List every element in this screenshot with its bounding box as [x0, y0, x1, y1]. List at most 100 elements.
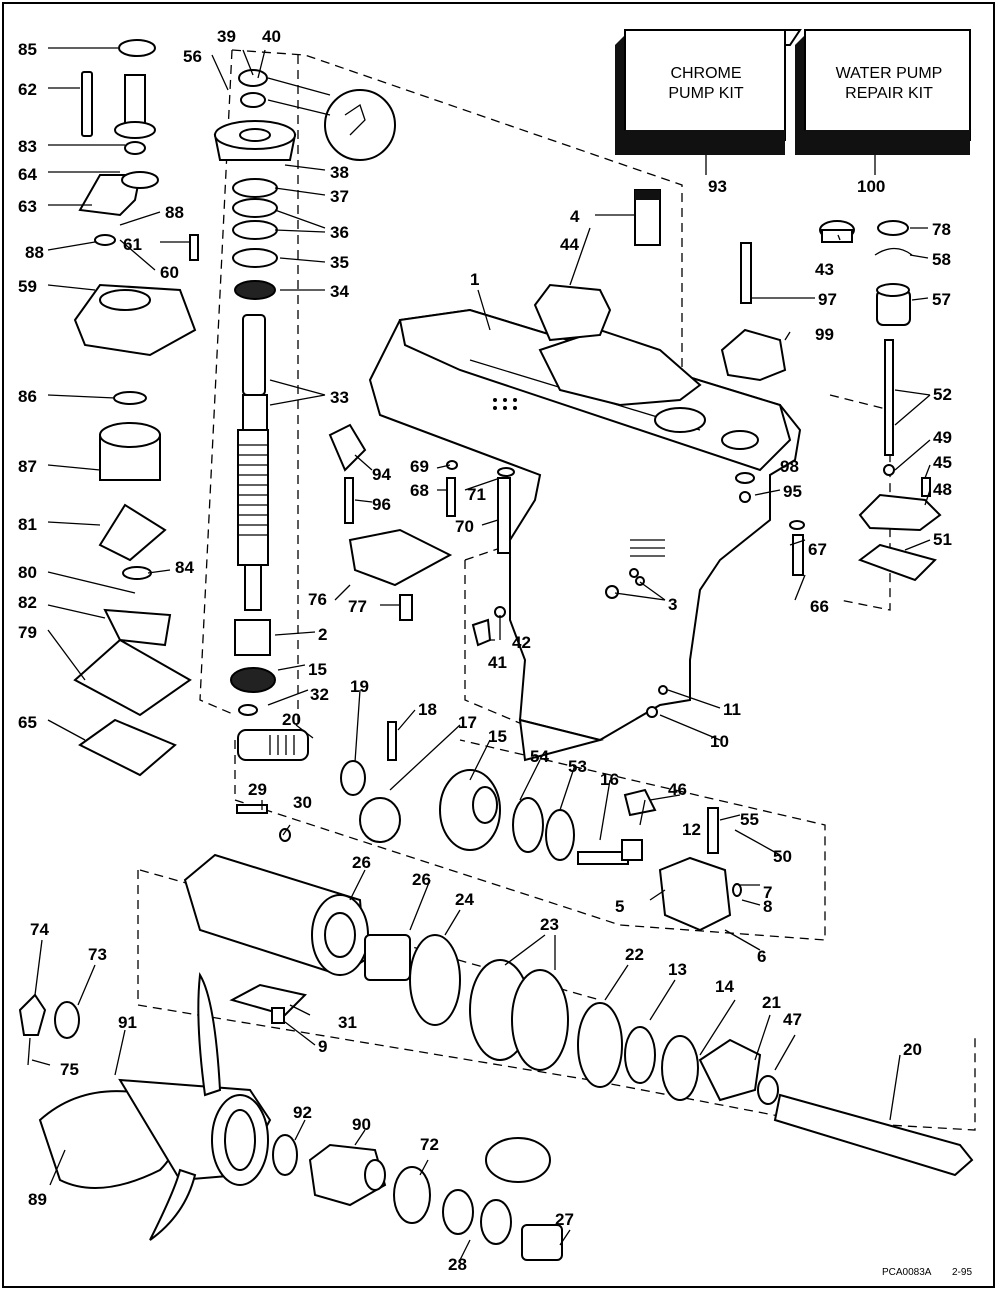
- callout: 28: [448, 1255, 467, 1274]
- chrome-kit-line1: CHROME: [670, 65, 741, 82]
- callout: 20: [282, 710, 301, 729]
- water-pump-kit-box: [795, 29, 971, 155]
- callout: 76: [308, 590, 327, 609]
- callout: 39: [217, 27, 236, 46]
- callout: 32: [310, 685, 329, 704]
- callout: 5: [615, 897, 624, 916]
- callout: 4: [570, 207, 580, 226]
- callout: 50: [773, 847, 792, 866]
- bearing-carrier-row: [183, 853, 974, 1177]
- driveshaft-stack: [213, 69, 396, 716]
- callout: 61: [123, 235, 142, 254]
- propeller-assembly: [18, 971, 563, 1261]
- callout: 98: [780, 457, 799, 476]
- callout-93: 93: [708, 177, 727, 196]
- callout: 22: [625, 945, 644, 964]
- callout-100: 100: [857, 177, 885, 196]
- callout: 56: [183, 47, 202, 66]
- callout: 9: [318, 1037, 327, 1056]
- callout: 6: [757, 947, 766, 966]
- callout: 92: [293, 1103, 312, 1122]
- callout: 24: [455, 890, 474, 909]
- callout: 72: [420, 1135, 439, 1154]
- callout: 33: [330, 388, 349, 407]
- callout: 18: [418, 700, 437, 719]
- callout: 78: [932, 220, 951, 239]
- callout: 58: [932, 250, 951, 269]
- callout: 97: [818, 290, 837, 309]
- callout: 12: [682, 820, 701, 839]
- callout: 64: [18, 165, 37, 184]
- callout: 90: [352, 1115, 371, 1134]
- callout: 59: [18, 277, 37, 296]
- callout: 19: [350, 677, 369, 696]
- water-kit-line2: REPAIR KIT: [845, 85, 933, 102]
- callout: 71: [467, 485, 486, 504]
- callout: 88: [25, 243, 44, 262]
- callout: 15: [308, 660, 327, 679]
- callout: 46: [668, 780, 687, 799]
- callout: 44: [560, 235, 579, 254]
- leader-lines: [31, 47, 931, 1261]
- callout: 77: [348, 597, 367, 616]
- gearcase-housing: [368, 308, 802, 762]
- callout: 29: [248, 780, 267, 799]
- callout: 89: [28, 1190, 47, 1209]
- callout: 8: [763, 897, 772, 916]
- callout: 16: [600, 770, 619, 789]
- callout: 1: [470, 270, 479, 289]
- callout: 63: [18, 197, 37, 216]
- callout: 2: [318, 625, 327, 644]
- callout: 42: [512, 633, 531, 652]
- callout: 80: [18, 563, 37, 582]
- callout: 26: [412, 870, 431, 889]
- callout: 48: [933, 480, 952, 499]
- footer-code: PCA0083A: [882, 1267, 932, 1278]
- callout: 69: [410, 457, 429, 476]
- callout: 10: [710, 732, 729, 751]
- callout: 68: [410, 481, 429, 500]
- callout: 40: [262, 27, 281, 46]
- callout: 96: [372, 495, 391, 514]
- callout: 51: [933, 530, 952, 549]
- callout: 88: [165, 203, 184, 222]
- callout: 84: [175, 558, 194, 577]
- callout: 3: [668, 595, 677, 614]
- callout: 30: [293, 793, 312, 812]
- callout: 75: [60, 1060, 79, 1079]
- callout: 57: [932, 290, 951, 309]
- callout: 7: [763, 883, 772, 902]
- callout: 13: [668, 960, 687, 979]
- callout: 43: [815, 260, 834, 279]
- callout: 66: [810, 597, 829, 616]
- callout: 70: [455, 517, 474, 536]
- callout: 27: [555, 1210, 574, 1229]
- callout: 38: [330, 163, 349, 182]
- callout: 14: [715, 977, 734, 996]
- callout: 91: [118, 1013, 137, 1032]
- gear-row: [236, 721, 742, 932]
- callout: 37: [330, 187, 349, 206]
- callout: 49: [933, 428, 952, 447]
- callout: 79: [18, 623, 37, 642]
- footer-date: 2-95: [952, 1267, 972, 1278]
- water-kit-line1: WATER PUMP: [836, 65, 943, 82]
- callout: 20: [903, 1040, 922, 1059]
- callout: 85: [18, 40, 37, 59]
- callout: 62: [18, 80, 37, 99]
- callout-numbers: 85 56 39 40 62 83 64 63 88 88 61 60 59 3…: [18, 27, 952, 1274]
- callout: 87: [18, 457, 37, 476]
- callout: 82: [18, 593, 37, 612]
- water-pump-column: [73, 39, 199, 777]
- callout: 31: [338, 1013, 357, 1032]
- callout: 35: [330, 253, 349, 272]
- callout: 67: [808, 540, 827, 559]
- callout: 74: [30, 920, 49, 939]
- callout: 83: [18, 137, 37, 156]
- callout: 47: [783, 1010, 802, 1029]
- callout: 73: [88, 945, 107, 964]
- callout: 34: [330, 282, 349, 301]
- callout: 52: [933, 385, 952, 404]
- callout: 60: [160, 263, 179, 282]
- callout: 45: [933, 453, 952, 472]
